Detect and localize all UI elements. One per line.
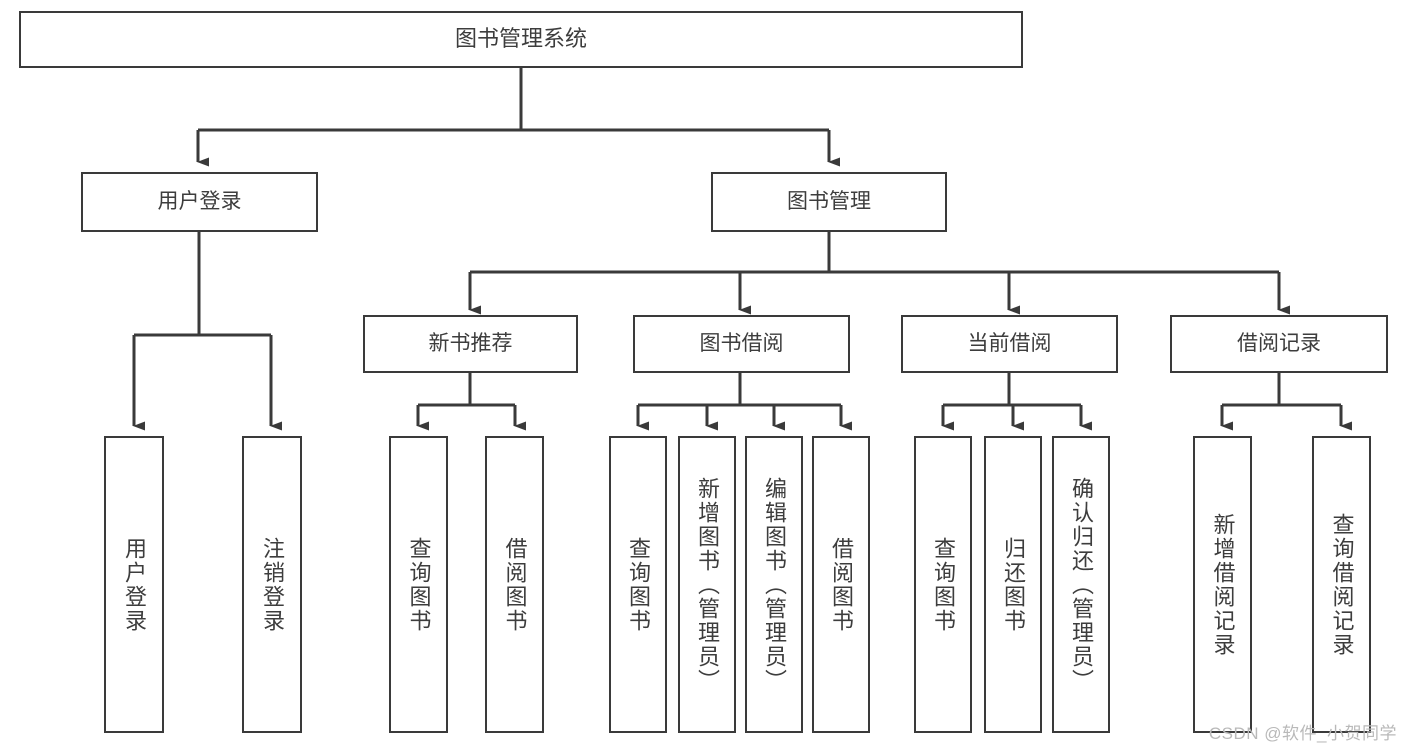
node-leaf-query-record-label: 查询借阅记录: [1329, 512, 1355, 657]
node-leaf-edit-book[interactable]: 编辑图书（管理员）: [745, 436, 803, 733]
node-leaf-borrow-book-1-label: 借阅图书: [502, 536, 528, 633]
node-user-login[interactable]: 用户登录: [81, 172, 318, 232]
node-leaf-add-record-label: 新增借阅记录: [1210, 512, 1236, 657]
node-leaf-query-record[interactable]: 查询借阅记录: [1312, 436, 1371, 733]
node-leaf-add-book[interactable]: 新增图书（管理员）: [678, 436, 736, 733]
node-leaf-query-book-1-label: 查询图书: [406, 536, 432, 633]
node-leaf-logout-login-label: 注销登录: [260, 536, 285, 633]
node-leaf-query-book-3[interactable]: 查询图书: [914, 436, 972, 733]
node-book-borrow[interactable]: 图书借阅: [633, 315, 850, 373]
node-leaf-user-login-label: 用户登录: [122, 536, 147, 633]
node-leaf-query-book-1[interactable]: 查询图书: [389, 436, 448, 733]
node-book-manage[interactable]: 图书管理: [711, 172, 947, 232]
node-leaf-edit-book-label: 编辑图书（管理员）: [762, 476, 787, 693]
node-leaf-query-book-2[interactable]: 查询图书: [609, 436, 667, 733]
node-user-login-label: 用户登录: [157, 190, 242, 214]
node-borrow-record[interactable]: 借阅记录: [1170, 315, 1388, 373]
node-leaf-query-book-3-label: 查询图书: [931, 536, 956, 633]
node-current-borrow-label: 当前借阅: [967, 332, 1052, 356]
node-leaf-logout-login[interactable]: 注销登录: [242, 436, 302, 733]
node-leaf-confirm-return-label: 确认归还（管理员）: [1069, 476, 1094, 693]
node-leaf-add-book-label: 新增图书（管理员）: [695, 476, 720, 693]
node-book-borrow-label: 图书借阅: [699, 332, 784, 356]
node-new-book-recommend[interactable]: 新书推荐: [363, 315, 578, 373]
node-borrow-record-label: 借阅记录: [1237, 332, 1321, 356]
node-leaf-add-record[interactable]: 新增借阅记录: [1193, 436, 1252, 733]
node-leaf-query-book-2-label: 查询图书: [626, 536, 651, 633]
node-leaf-user-login[interactable]: 用户登录: [104, 436, 164, 733]
node-leaf-borrow-book-1[interactable]: 借阅图书: [485, 436, 544, 733]
node-leaf-return-book[interactable]: 归还图书: [984, 436, 1042, 733]
node-book-manage-label: 图书管理: [787, 190, 871, 214]
node-leaf-return-book-label: 归还图书: [1001, 536, 1026, 633]
node-new-book-recommend-label: 新书推荐: [428, 332, 513, 356]
node-leaf-confirm-return[interactable]: 确认归还（管理员）: [1052, 436, 1110, 733]
node-leaf-borrow-book-2-label: 借阅图书: [829, 536, 854, 633]
node-root-label: 图书管理系统: [454, 26, 587, 52]
node-leaf-borrow-book-2[interactable]: 借阅图书: [812, 436, 870, 733]
node-current-borrow[interactable]: 当前借阅: [901, 315, 1118, 373]
node-root[interactable]: 图书管理系统: [19, 11, 1023, 68]
